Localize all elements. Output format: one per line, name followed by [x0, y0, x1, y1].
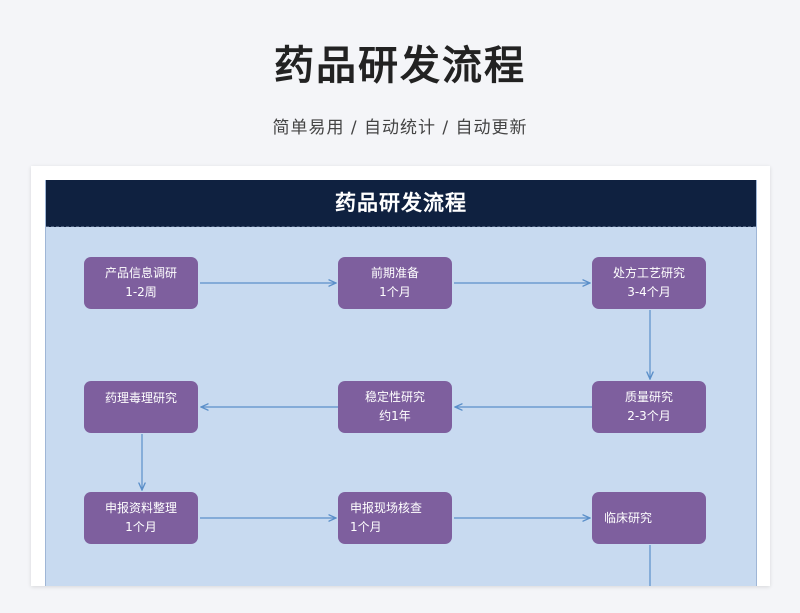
flow-node-site-inspection: 申报现场核查 1个月: [338, 492, 452, 544]
flow-arrows: [46, 180, 756, 586]
preview-card: 药品研发流程 产品信息调研: [31, 166, 770, 586]
flow-node-quality-research: 质量研究 2-3个月: [592, 381, 706, 433]
page-subtitle: 简单易用 / 自动统计 / 自动更新: [272, 118, 528, 138]
node-duration: 约1年: [379, 409, 411, 423]
flowchart-sheet: 药品研发流程 产品信息调研: [45, 180, 757, 586]
node-label: 产品信息调研: [104, 266, 177, 280]
node-duration: 1个月: [125, 520, 157, 534]
node-label: 处方工艺研究: [612, 266, 685, 280]
flow-node-formulation-process: 处方工艺研究 3-4个月: [592, 257, 706, 309]
node-duration: 1-2周: [125, 285, 157, 299]
page-title: 药品研发流程: [274, 43, 526, 89]
sheet-title: 药品研发流程: [335, 191, 467, 215]
node-label: 申报资料整理: [104, 501, 177, 515]
node-label: 稳定性研究: [364, 390, 425, 404]
node-label: 前期准备: [370, 266, 419, 280]
node-label: 药理毒理研究: [104, 391, 177, 405]
flow-node-clinical-research: 临床研究: [592, 492, 706, 544]
sheet-banner: 药品研发流程: [46, 180, 756, 227]
node-duration: 2-3个月: [627, 409, 671, 423]
flow-node-stability-research: 稳定性研究 约1年: [338, 381, 452, 433]
node-label: 申报现场核查: [350, 501, 423, 515]
flow-node-pharmacology-toxicology: 药理毒理研究: [84, 381, 198, 433]
node-duration: 3-4个月: [627, 285, 671, 299]
flow-node-product-research: 产品信息调研 1-2周: [84, 257, 198, 309]
flow-node-preparation: 前期准备 1个月: [338, 257, 452, 309]
node-label: 质量研究: [624, 390, 673, 404]
node-duration: 1个月: [379, 285, 411, 299]
node-duration: 1个月: [350, 520, 382, 534]
flow-node-dossier-preparation: 申报资料整理 1个月: [84, 492, 198, 544]
node-label: 临床研究: [604, 510, 653, 525]
